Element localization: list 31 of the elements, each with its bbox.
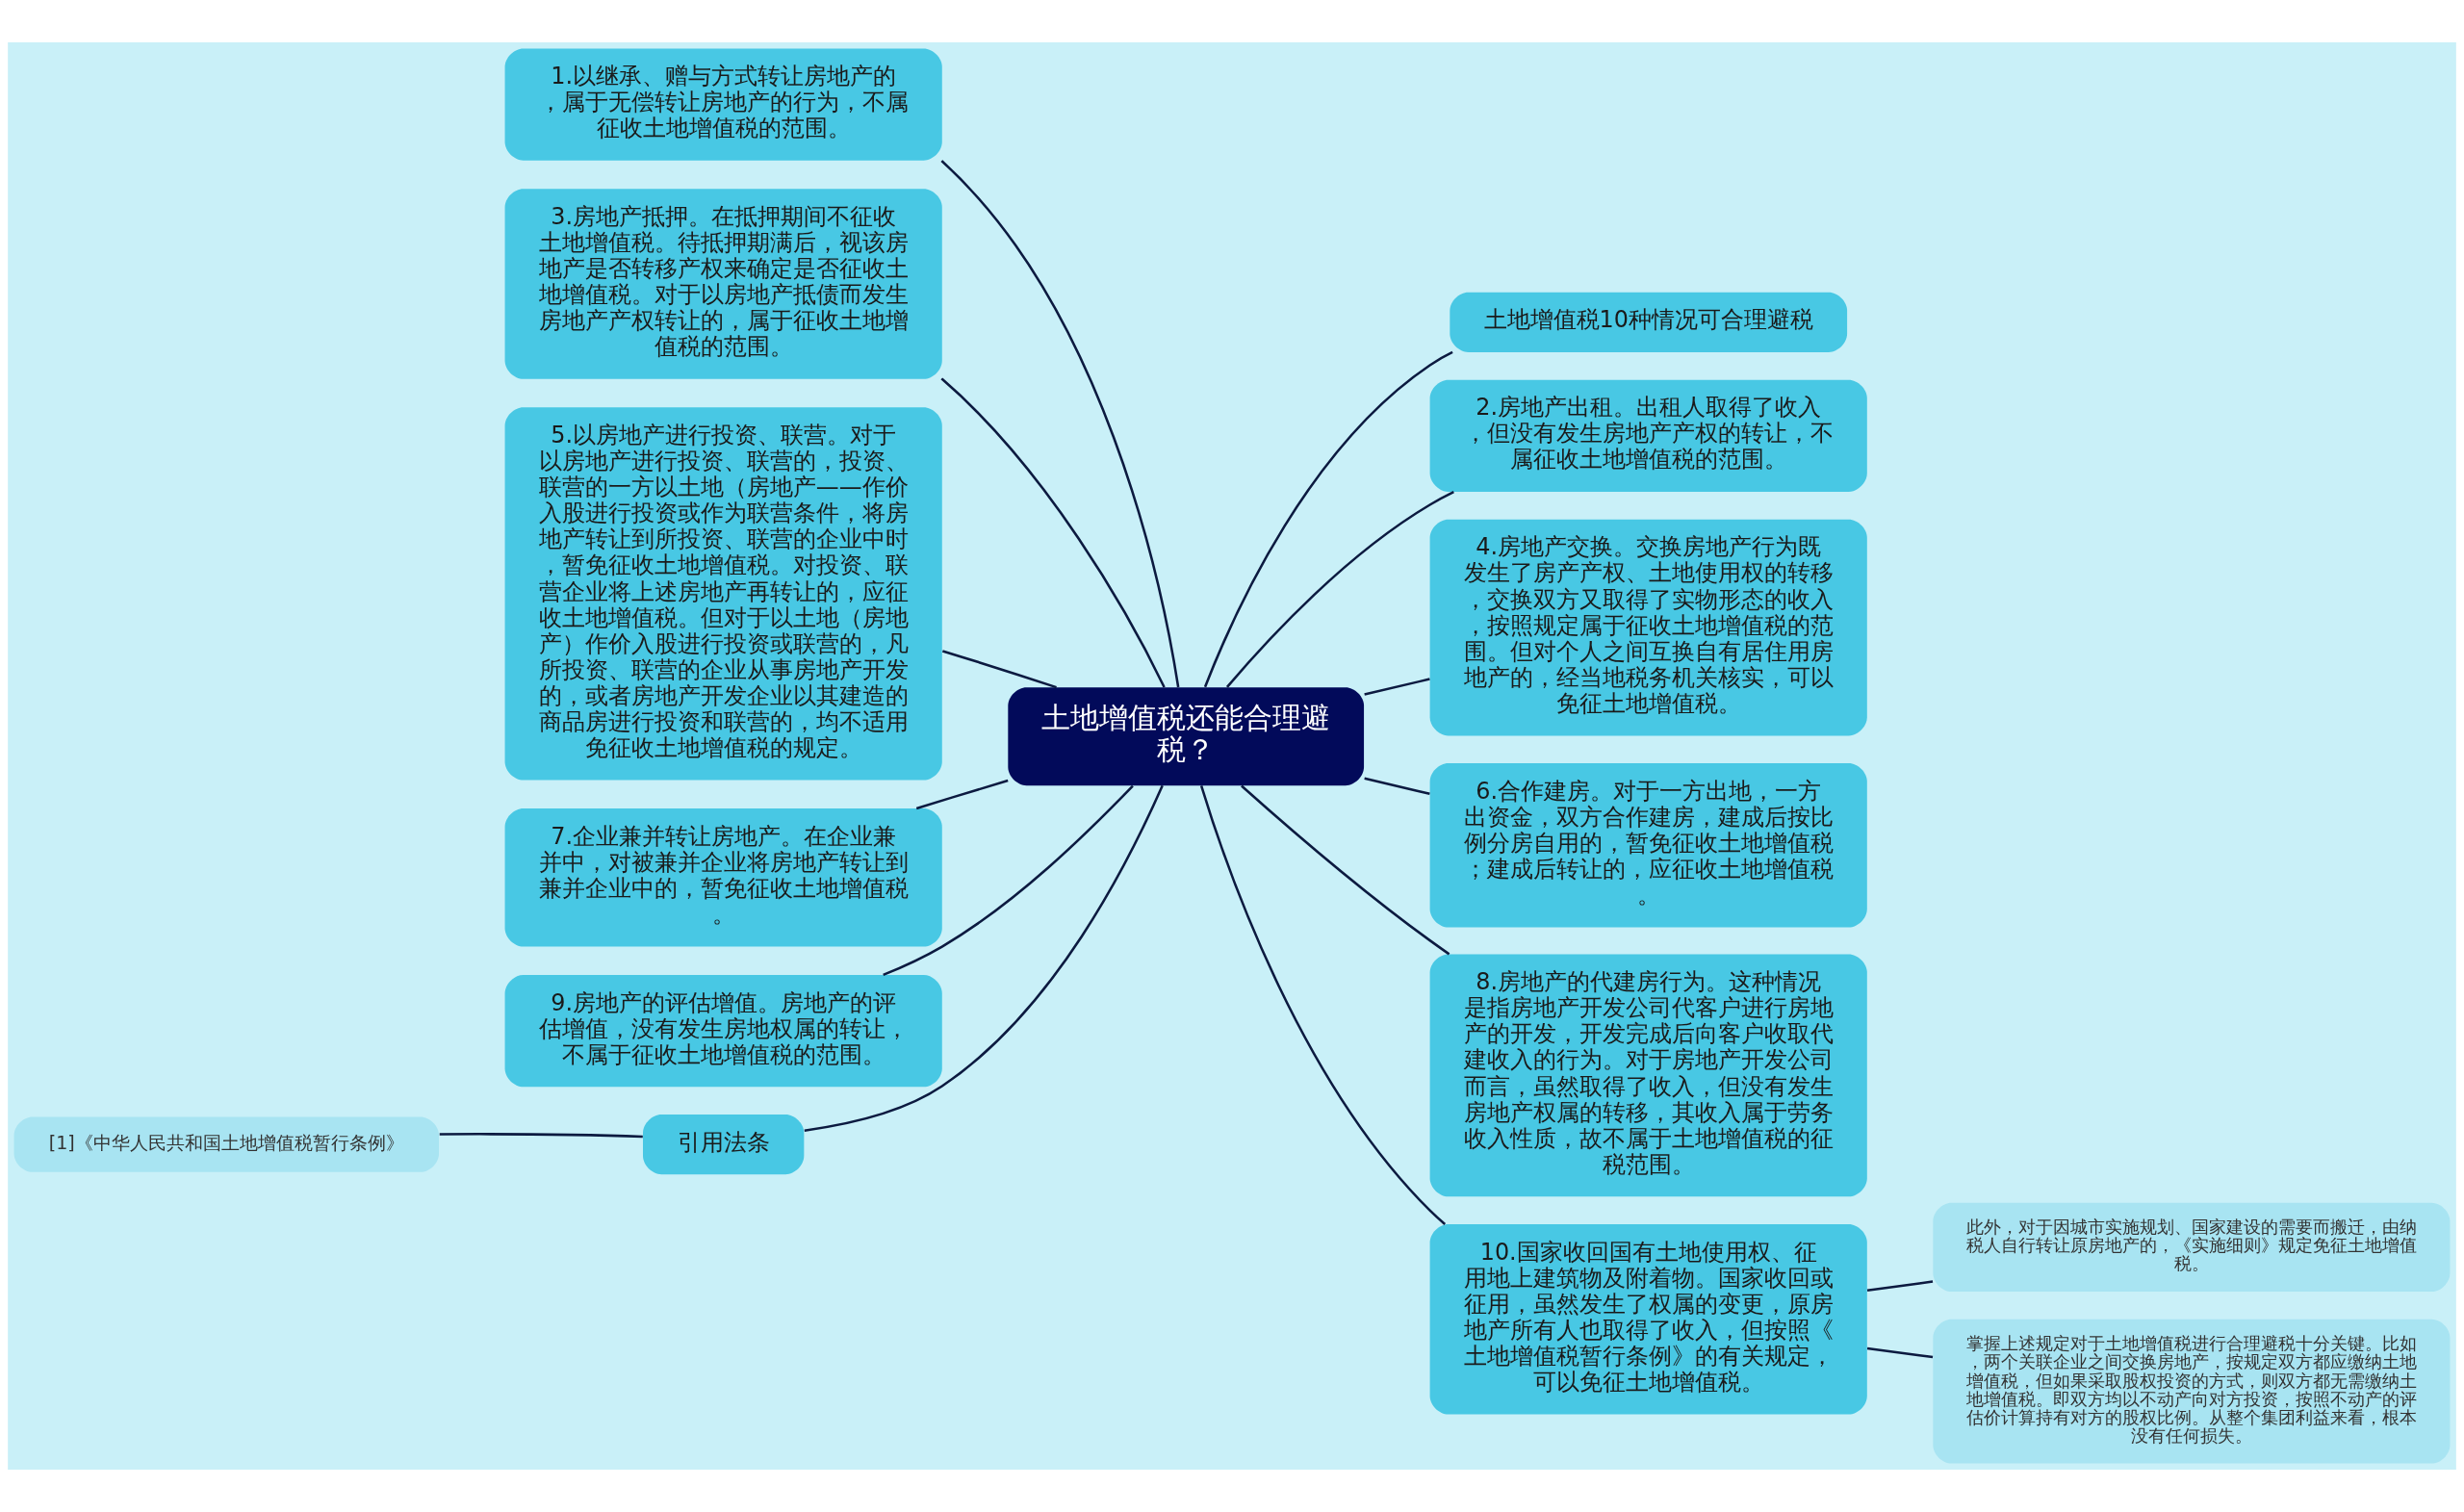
connector [1866, 1280, 1934, 1292]
node-box: 6.合作建房。对于一方出地，一方出资金，双方合作建房，建成后按比例分房自用的，暂免征收土地增值税；建成后转让的，应征收土地增值税。 [1429, 763, 1867, 928]
connector [1364, 777, 1430, 796]
node-box: 此外，对于因城市实施规划、国家建设的需要而搬迁，由纳税人自行转让原房地产的，《实施细则》规定免征土地增值税。 [1933, 1202, 2451, 1293]
node-box: 土地增值税10种情况可合理避税 [1450, 292, 1848, 352]
connector [1203, 350, 1453, 688]
node-box: 7.企业兼并转让房地产。在企业兼并中，对被兼并企业将房地产转让到兼并企业中的，暂免征收土地增值税。 [504, 808, 942, 947]
node-box: 10.国家收回国有土地使用权、征用地上建筑物及附着物。国家收回或征用，虽然发生了权属的变更，原房地产所有人也取得了收入，但按照《土地增值税暂行条例》的有关规定，可以免征土地增值税。 [1429, 1224, 1867, 1415]
node-box: 1.以继承、赠与方式转让房地产的，属于无偿转让房地产的行为，不属征收土地增值税的范围。 [504, 48, 942, 161]
node-box: 5.以房地产进行投资、联营。对于以房地产进行投资、联营的，投资、联营的一方以土地（房地产——作价入股进行投资或作为联营条件，将房地产转让到所投资、联营的企业中时，暂免征收土地增值税。对投资、联营企业将上述房地产再转让的，应征收土地增值税。但对于以土地（房地产）作价入股进行投资或联营的，凡所投资、联营的企业从事房地产开发的，或者房地产开发企业以其建造的商品房进行投资和联营的，均不适用免征收土地增值税的规定。 [504, 407, 942, 781]
node-box: [1]《中华人民共和国土地增值税暂行条例》 [13, 1116, 439, 1172]
connector [1866, 1346, 1934, 1359]
connector [1241, 784, 1450, 956]
connector [883, 784, 1134, 976]
connector [940, 377, 1166, 688]
node-box: 4.房地产交换。交换房地产行为既发生了房产产权、土地使用权的转移，交换双方又取得了实物形态的收入，按照规定属于征收土地增值税的范围。但对个人之间互换自有居住用房地产的，经当地税务机关核实，可以免征土地增值税。 [1429, 519, 1867, 736]
node-box: 3.房地产抵押。在抵押期间不征收土地增值税。待抵押期满后，视该房地产是否转移产权来确定是否征收土地增值税。对于以房地产抵债而发生房地产产权转让的，属于征收土地增值税的范围。 [504, 189, 942, 379]
node-box: 9.房地产的评估增值。房地产的评估增值，没有发生房地权属的转让，不属于征收土地增值税的范围。 [504, 975, 942, 1088]
node-box: 土地增值税还能合理避税？ [1008, 687, 1365, 786]
connector [915, 779, 1009, 810]
node-box: 掌握上述规定对于土地增值税进行合理避税十分关键。比如，两个关联企业之间交换房地产，按规定双方都应缴纳土地增值税，但如果采取股权投资的方式，则双方都无需缴纳土地增值税。即双方均以不动产向对方投资，按照不动产的评估价计算持有对方的股权比例。从整个集团利益来看，根本没有任何损失。 [1933, 1319, 2451, 1464]
connector [940, 160, 1180, 688]
node-box: 引用法条 [643, 1115, 805, 1175]
connector [941, 650, 1057, 689]
node-box: 8.房地产的代建房行为。这种情况是指房地产开发公司代客户进行房地产的开发，开发完成后向客户收取代建收入的行为。对于房地产开发公司而言，虽然取得了收入，但没有发生房地产权属的转移，其收入属于劳务收入性质，故不属于土地增值税的征税范围。 [1429, 954, 1867, 1197]
connector [1199, 784, 1447, 1225]
node-box: 2.房地产出租。出租人取得了收入，但没有发生房地产产权的转让，不属征收土地增值税的范围。 [1429, 379, 1867, 492]
connector [1225, 491, 1454, 688]
connector [1364, 678, 1430, 696]
connector [439, 1133, 643, 1139]
connector [804, 784, 1164, 1132]
